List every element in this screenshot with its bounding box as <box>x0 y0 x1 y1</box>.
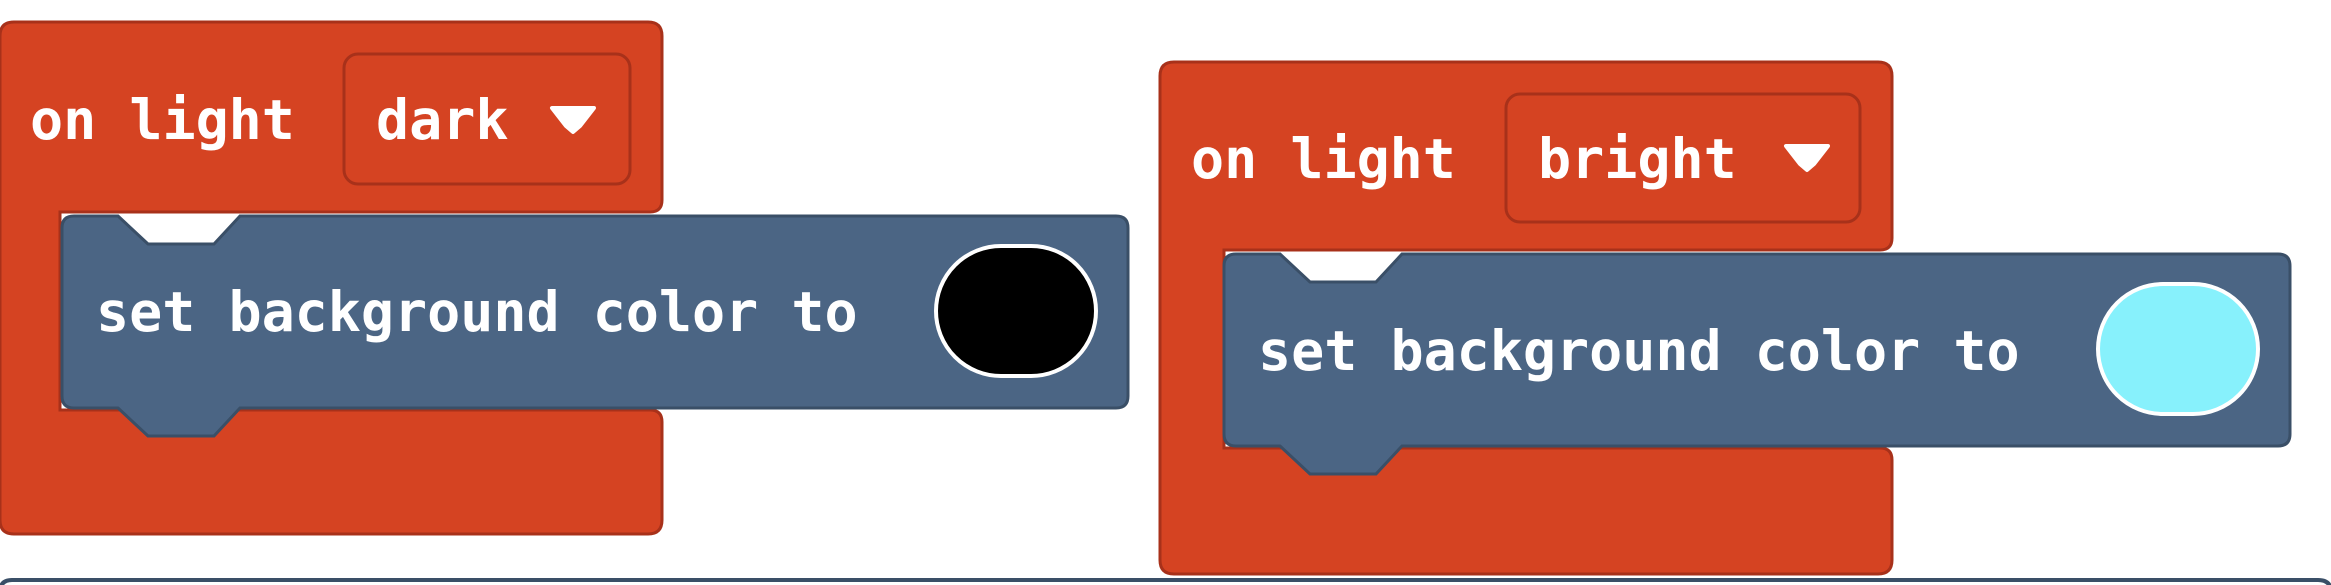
statement-block-body[interactable] <box>60 214 1130 438</box>
statement-block-set-bg[interactable]: set background color to <box>1222 252 2292 476</box>
dropdown-value: bright <box>1538 127 1737 191</box>
statement-block-set-bg[interactable]: set background color to <box>60 214 1130 438</box>
statement-label: set background color to <box>96 280 858 344</box>
event-label: on light <box>30 88 295 152</box>
light-condition-dropdown[interactable]: bright <box>1504 92 1862 224</box>
chevron-down-icon[interactable] <box>1784 144 1830 172</box>
color-picker-swatch[interactable] <box>934 244 1098 378</box>
partial-block-edge <box>0 578 2331 585</box>
dropdown-value: dark <box>376 88 508 152</box>
statement-label: set background color to <box>1258 319 2020 383</box>
event-block-light-dark[interactable]: on light dark set background color to <box>0 20 1130 536</box>
chevron-down-icon[interactable] <box>550 106 596 134</box>
color-picker-swatch[interactable] <box>2096 282 2260 416</box>
dropdown-field-bg[interactable] <box>1504 92 1862 224</box>
light-condition-dropdown[interactable]: dark <box>342 52 632 186</box>
dropdown-field-bg[interactable] <box>342 52 632 186</box>
event-block-light-bright[interactable]: on light bright set background color to <box>1158 60 2292 576</box>
event-label: on light <box>1191 127 1456 191</box>
statement-block-body[interactable] <box>1222 252 2292 476</box>
